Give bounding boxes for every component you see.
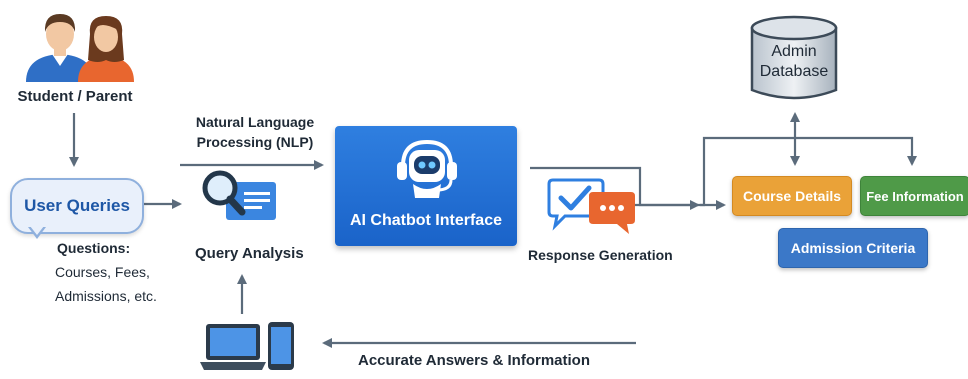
- course-details-box: Course Details: [732, 176, 852, 216]
- database-cylinder-icon: [748, 14, 840, 104]
- chatbot-interface-box: [335, 126, 517, 246]
- nlp-label-line-1: Natural Language: [195, 114, 315, 130]
- admin-database-label: Admin Database: [748, 42, 840, 82]
- response-generation-label: Response Generation: [528, 247, 673, 263]
- admission-criteria-label: Admission Criteria: [790, 240, 916, 256]
- chat-bubbles-icon: [545, 178, 637, 240]
- fee-information-label: Fee Information: [866, 188, 964, 204]
- admin-database-line-2: Database: [759, 63, 829, 80]
- magnifier-document-icon: [198, 168, 280, 230]
- questions-title: Questions:: [57, 240, 131, 256]
- chatbot-interface-label: AI Chatbot Interface: [349, 212, 502, 229]
- query-analysis-label: Query Analysis: [195, 245, 304, 262]
- admin-database-line-1: Admin: [771, 43, 817, 60]
- user-queries-label: User Queries: [24, 196, 130, 215]
- user-queries-bubble: User Queries: [10, 178, 144, 234]
- nlp-label-line-2: Processing (NLP): [196, 134, 314, 150]
- course-details-label: Course Details: [742, 188, 842, 204]
- student-parent-label: Student / Parent: [17, 88, 133, 105]
- robot-headset-icon: [393, 136, 461, 202]
- fee-information-box: Fee Information: [860, 176, 968, 216]
- bubble-tail-inner: [30, 226, 44, 235]
- laptop-phone-icon: [200, 318, 296, 374]
- admission-criteria-box: Admission Criteria: [778, 228, 928, 268]
- accurate-answers-label: Accurate Answers & Information: [358, 352, 590, 369]
- student-parent-icon: [18, 10, 136, 82]
- questions-line-2: Admissions, etc.: [55, 288, 157, 304]
- nlp-label: Natural Language Processing (NLP): [180, 112, 330, 152]
- questions-line-1: Courses, Fees,: [55, 264, 150, 280]
